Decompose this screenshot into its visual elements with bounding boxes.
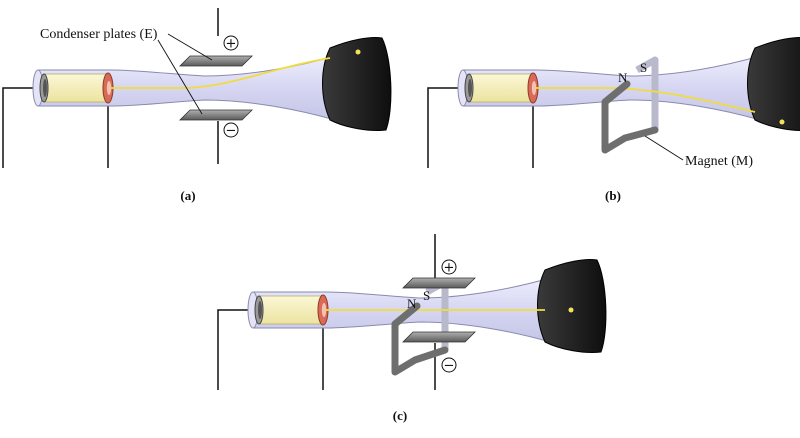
electron-beam [110,57,331,89]
minus-sign: − [444,359,455,374]
beam-spot [779,119,785,125]
beam-spot [568,307,574,313]
lower-condenser-plate [179,109,253,121]
minus-sign: − [226,124,237,139]
south-pole-label: S [423,288,430,303]
condenser-plates-label: Condenser plates (E) [40,27,158,42]
magnet-back-arm [635,56,659,130]
north-pole-label: N [618,70,628,85]
magnet [601,80,659,154]
upper-condenser-plate [402,277,476,289]
north-pole-label: N [407,296,417,311]
lower-condenser-plate [402,331,476,343]
upper-condenser-plate [179,55,253,67]
plus-terminal-icon [441,259,457,275]
electron-beam [535,87,756,113]
caption-b: (b) [605,188,621,203]
panel-c: N S + − (c) [217,234,607,423]
caption-a: (a) [180,188,195,203]
magnet-label-leader [644,135,684,161]
label-leader-upper [167,33,213,61]
plus-sign: + [444,261,455,276]
cathode-wire [427,87,467,168]
panel-b: N S Magnet (M) (b) [427,36,800,203]
magnet-label: Magnet (M) [685,154,753,169]
cathode-wire [217,309,257,390]
beam-spot [355,49,361,55]
panel-a: + − Condenser plates (E) (a) [2,8,392,203]
minus-terminal-icon [223,122,239,138]
minus-terminal-icon [441,357,457,373]
cathode-wire [2,87,42,168]
plus-terminal-icon [223,35,239,51]
magnet [391,302,449,376]
south-pole-label: S [640,60,647,75]
caption-c: (c) [393,408,407,423]
label-leader-lower [157,39,203,115]
plus-sign: + [226,37,237,52]
